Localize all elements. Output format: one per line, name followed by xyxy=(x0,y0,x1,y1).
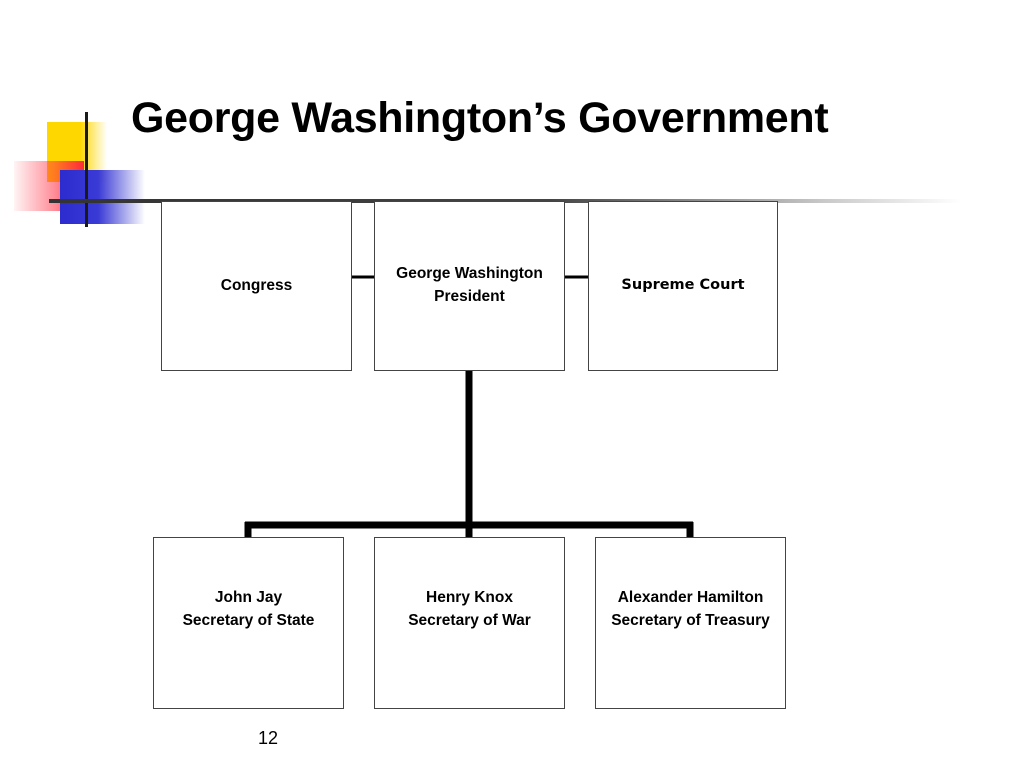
page-number: 12 xyxy=(258,728,279,748)
president-title: President xyxy=(434,288,505,305)
cabinet-member-role: Secretary of War xyxy=(408,612,531,629)
cabinet-member-name: John Jay xyxy=(214,589,283,606)
cabinet-member-role: Secretary of State xyxy=(182,612,315,629)
decorative-vertical-line xyxy=(85,112,88,227)
cabinet-box-knox: Henry Knox Secretary of War xyxy=(374,537,565,709)
slide-title: George Washington’s Government xyxy=(131,94,829,142)
congress-box: Congress xyxy=(161,201,352,371)
supreme-court-label: Supreme Court xyxy=(621,276,745,293)
cabinet-box-jay: John Jay Secretary of State xyxy=(153,537,344,709)
decorative-blue-square xyxy=(60,170,145,224)
cabinet-member-name: Alexander Hamilton xyxy=(617,589,764,606)
president-name: George Washington xyxy=(396,265,543,282)
cabinet-member-role: Secretary of Treasury xyxy=(611,612,770,629)
cabinet-box-hamilton: Alexander Hamilton Secretary of Treasury xyxy=(595,537,786,709)
supreme-court-box: Supreme Court xyxy=(588,201,778,371)
president-box: George Washington President xyxy=(374,201,565,371)
cabinet-member-name: Henry Knox xyxy=(426,589,513,606)
congress-label: Congress xyxy=(220,276,293,294)
